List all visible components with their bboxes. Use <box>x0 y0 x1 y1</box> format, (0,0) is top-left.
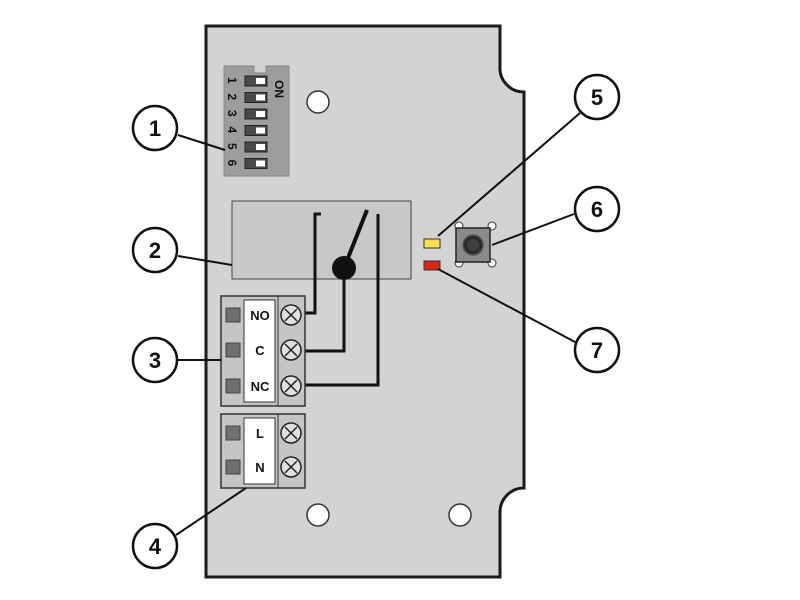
dip-number: 6 <box>225 160 239 167</box>
terminal-screw <box>280 339 302 361</box>
callouts: 1 2 3 4 5 6 7 <box>131 73 621 570</box>
dip-switch: 1 2 3 4 5 6 ON <box>223 65 290 177</box>
terminal-screw <box>280 456 302 478</box>
callout-3: 3 <box>131 336 221 384</box>
callout-number: 7 <box>591 338 603 363</box>
callout-2: 2 <box>131 226 233 274</box>
terminal-c: C <box>225 339 302 361</box>
dip-switch-3: 3 <box>225 108 268 120</box>
yellow-led <box>423 238 441 249</box>
terminal-label: L <box>256 426 264 441</box>
relay-pivot <box>332 256 356 280</box>
dip-number: 5 <box>225 143 239 150</box>
callout-7: 7 <box>437 268 621 374</box>
dip-number: 2 <box>225 94 239 101</box>
terminal-label: NC <box>251 379 270 394</box>
terminal-screw <box>280 304 302 326</box>
dip-switch-6: 6 <box>225 158 268 169</box>
dip-switch-4: 4 <box>225 125 268 136</box>
callout-number: 1 <box>149 116 161 141</box>
relay-wiring <box>305 209 380 387</box>
terminal-screw <box>280 422 302 444</box>
relay <box>231 200 412 280</box>
dip-switch-2: 2 <box>225 92 268 103</box>
dip-number: 3 <box>225 110 239 117</box>
terminal-nc: NC <box>225 375 302 397</box>
terminal-screw <box>280 375 302 397</box>
dip-number: 4 <box>225 127 239 134</box>
mounting-hole-bottom-right <box>448 503 472 527</box>
dip-number: 1 <box>225 77 239 84</box>
callout-5: 5 <box>437 73 621 237</box>
callout-4: 4 <box>131 487 247 570</box>
callout-number: 5 <box>591 85 603 110</box>
dip-switch-1: 1 <box>225 75 268 87</box>
terminal-label: C <box>255 343 265 358</box>
dip-on-label: ON <box>272 80 286 98</box>
terminal-n: N <box>225 456 302 478</box>
terminal-label: N <box>255 460 264 475</box>
red-led <box>423 260 441 271</box>
dip-switch-5: 5 <box>225 141 268 153</box>
callout-1: 1 <box>131 104 226 152</box>
callout-number: 2 <box>149 238 161 263</box>
callout-number: 6 <box>591 197 603 222</box>
callout-6: 6 <box>491 185 621 246</box>
power-terminal-block: LN <box>220 413 306 489</box>
mounting-hole-top <box>306 90 330 114</box>
relay-terminal-block: NO C NC <box>220 295 306 407</box>
terminal-no: NO <box>225 304 302 326</box>
terminal-l: L <box>225 422 302 444</box>
callout-number: 4 <box>149 534 162 559</box>
push-button <box>454 221 497 268</box>
callout-number: 3 <box>149 348 161 373</box>
terminal-label: NO <box>250 308 270 323</box>
mounting-hole-bottom-left <box>306 503 330 527</box>
